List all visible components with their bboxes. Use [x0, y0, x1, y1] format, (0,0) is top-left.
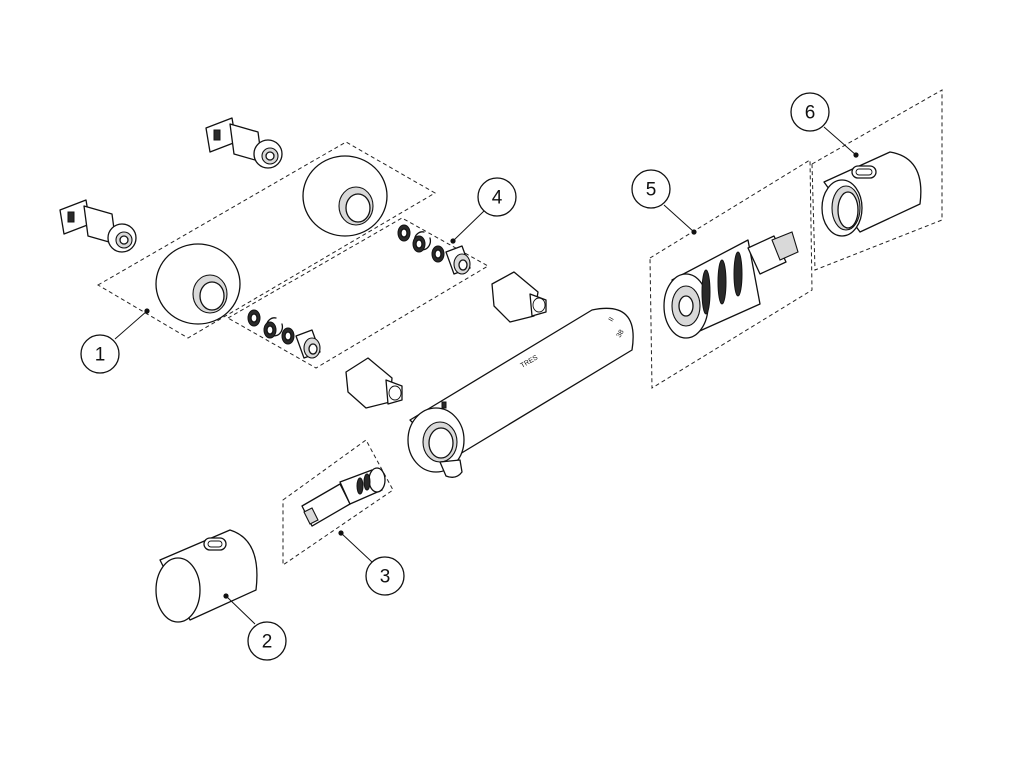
eccentric-connector-lower	[59, 199, 137, 253]
callout-1: 1	[80, 334, 120, 374]
part-group-3-flow-cartridge	[282, 439, 394, 566]
callout-1-label: 1	[95, 345, 106, 366]
leader-lines	[114, 126, 859, 625]
group-6-outline	[811, 89, 943, 271]
callout-4: 4	[477, 177, 517, 217]
inlet-nut-lower	[345, 357, 403, 409]
body-scale-mark-a: 38	[616, 329, 626, 339]
inlet-nut-upper	[491, 271, 547, 323]
callout-2: 2	[247, 621, 287, 661]
check-valve-upper	[445, 245, 471, 275]
group-5-outline	[649, 159, 813, 389]
part-group-1-flanges	[97, 141, 436, 339]
callout-3: 3	[365, 556, 405, 596]
part-group-5-thermostatic-cartridge	[649, 159, 813, 389]
callout-6: 6	[790, 92, 830, 132]
group-1-outline	[97, 141, 436, 339]
check-valve-lower	[295, 329, 321, 359]
callout-6-label: 6	[805, 103, 816, 124]
part-group-6-temperature-handle	[811, 89, 943, 271]
body-scale-mark-b: II	[608, 316, 616, 323]
callout-4-label: 4	[492, 188, 503, 209]
callout-3-label: 3	[380, 567, 391, 588]
mixer-body: TRES 38 II	[407, 307, 634, 478]
callout-5-label: 5	[646, 180, 657, 201]
wall-flange-lower	[155, 243, 241, 325]
eccentric-connector-upper	[205, 117, 283, 169]
callout-5: 5	[631, 169, 671, 209]
wall-flange-upper	[302, 155, 388, 237]
callout-2-label: 2	[262, 632, 273, 653]
part-group-4-check-valves	[226, 217, 490, 369]
handle-knob	[155, 529, 258, 623]
group-4-outline	[226, 217, 490, 369]
